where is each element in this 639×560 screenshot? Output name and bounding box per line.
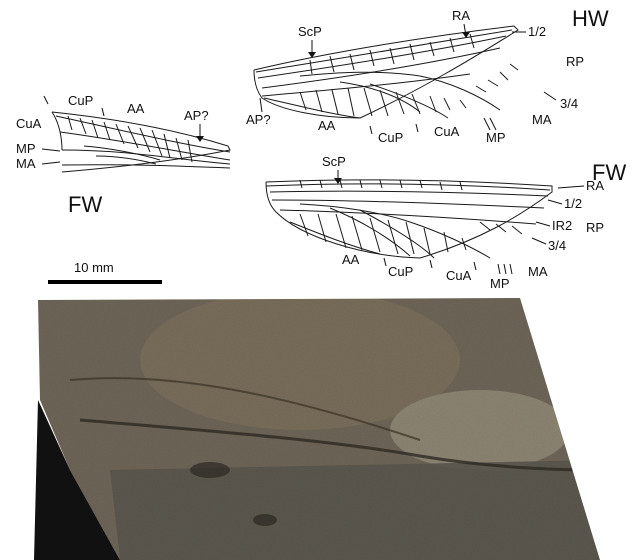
- lfw-cua-label: CuA: [16, 116, 42, 131]
- lfw-mp-arrow: [42, 149, 60, 151]
- hindwing-drawing: ScP RA 1/2 HW RP AP? AA CuP CuA MP MA 3/…: [246, 6, 609, 145]
- lfw-aa-label: AA: [127, 101, 145, 116]
- scale-bar-line: [48, 280, 162, 284]
- rfw-three-quarter-arrow: [532, 238, 546, 244]
- hindwing-veins: [254, 26, 518, 118]
- hw-mp-tick-a: [484, 118, 490, 130]
- hw-ap-arrow: [260, 98, 262, 112]
- rfw-cua-label: CuA: [446, 268, 472, 283]
- hw-ra-label: RA: [452, 8, 470, 23]
- rfw-ra-arrow: [558, 186, 584, 188]
- rfw-ir2-label: IR2: [552, 218, 572, 233]
- rfw-half-arrow: [548, 200, 562, 204]
- hw-scp-label: ScP: [298, 24, 322, 39]
- rfw-rp-label: RP: [586, 220, 604, 235]
- lfw-ma-label: MA: [16, 156, 36, 171]
- hw-cup-tick-a: [370, 126, 372, 134]
- rfw-three-quarter-label: 3/4: [548, 238, 566, 253]
- lfw-cup-label: CuP: [68, 93, 93, 108]
- lfw-cup-tick: [102, 108, 104, 116]
- rfw-ra-label: RA: [586, 178, 604, 193]
- lfw-mp-label: MP: [16, 141, 36, 156]
- rfw-mp-tick-b: [504, 264, 506, 274]
- hw-rp-label: RP: [566, 54, 584, 69]
- rfw-cup-label: CuP: [388, 264, 413, 279]
- rfw-cup-tick-b: [430, 260, 432, 268]
- hw-ma-label: MA: [532, 112, 552, 127]
- rfw-mp-tick-a: [498, 264, 500, 274]
- hw-half-label: 1/2: [528, 24, 546, 39]
- lfw-title: FW: [68, 192, 102, 217]
- rfw-half-label: 1/2: [564, 196, 582, 211]
- lfw-cua-tick: [44, 96, 48, 104]
- hw-ap-label: AP?: [246, 112, 271, 127]
- rfw-aa-label: AA: [342, 252, 360, 267]
- rfw-cup-tick-a: [384, 258, 386, 266]
- hw-three-quarter-arrow: [544, 92, 556, 100]
- right-forewing-veins: [266, 180, 552, 258]
- right-forewing-drawing: ScP FW RA 1/2 IR2 RP 3/4 AA CuP CuA MP M…: [266, 154, 626, 291]
- hw-aa-label: AA: [318, 118, 336, 133]
- left-forewing-drawing: CuA CuP AA AP? MP MA FW: [16, 93, 230, 217]
- hw-cup-label: CuP: [378, 130, 403, 145]
- rfw-ma-label: MA: [528, 264, 548, 279]
- hw-three-quarter-label: 3/4: [560, 96, 578, 111]
- rfw-mp-tick-c: [510, 264, 512, 274]
- lfw-ma-arrow: [42, 162, 60, 164]
- rfw-mp-label: MP: [490, 276, 510, 291]
- rfw-scp-label: ScP: [322, 154, 346, 169]
- fossil-photo: [30, 290, 610, 560]
- slab-lower-block: [110, 460, 610, 560]
- fossil-dark-spot-b: [253, 514, 277, 526]
- hw-mp-label: MP: [486, 130, 506, 145]
- scale-bar-label: 10 mm: [74, 260, 114, 275]
- rfw-cua-tick: [474, 262, 476, 270]
- hw-cup-tick-b: [416, 124, 418, 132]
- hw-title: HW: [572, 6, 609, 31]
- fossil-dark-spot-a: [190, 462, 230, 478]
- rfw-ir2-arrow: [536, 222, 550, 226]
- scale-bar: 10 mm: [48, 260, 162, 284]
- hw-mp-tick-b: [490, 118, 496, 130]
- hw-cua-label: CuA: [434, 124, 460, 139]
- lfw-ap-label: AP?: [184, 108, 209, 123]
- slab-pale-area: [390, 390, 570, 470]
